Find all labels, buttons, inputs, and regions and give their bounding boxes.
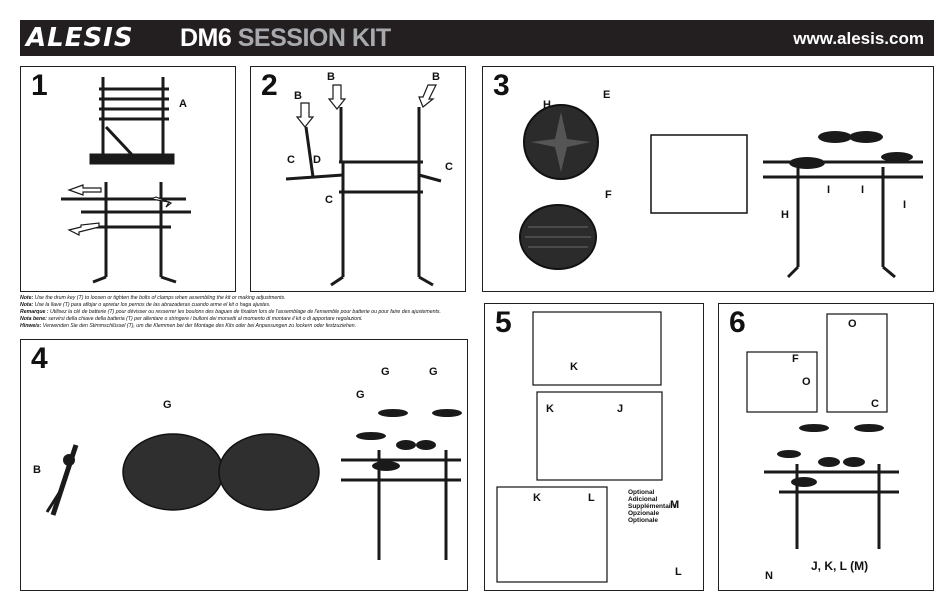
product-title: DM6 SESSION KIT bbox=[180, 24, 391, 53]
step-1-illustration: A bbox=[61, 77, 191, 284]
insert-arrows bbox=[295, 84, 437, 128]
step-number: 1 bbox=[31, 69, 48, 102]
label-f: F bbox=[605, 189, 612, 201]
step-number: 6 bbox=[729, 306, 746, 339]
clamp-detail-inset bbox=[650, 134, 748, 214]
step-4-panel: 4 G B G G G bbox=[20, 339, 468, 591]
module-mount-inset bbox=[746, 351, 818, 413]
label-m: M bbox=[670, 499, 679, 511]
cymbal-image bbox=[122, 433, 224, 511]
optional-de: Optionale bbox=[628, 517, 658, 524]
step-6-illustration: O F O C N J, K, L (M) bbox=[746, 313, 899, 582]
pedal-parts-caption: J, K, L (M) bbox=[811, 559, 868, 573]
label-o: O bbox=[802, 376, 811, 388]
label-l: L bbox=[675, 566, 682, 578]
module-clamp-inset bbox=[826, 313, 888, 413]
optional-it: Opzionale bbox=[628, 510, 659, 517]
label-c: C bbox=[871, 398, 879, 410]
kick-tower-inset bbox=[536, 391, 663, 481]
step-1-panel: 1 A bbox=[20, 66, 236, 292]
label-k: K bbox=[546, 403, 554, 415]
cymbals-and-pads bbox=[356, 409, 462, 471]
step-number: 3 bbox=[493, 69, 510, 102]
label-k: K bbox=[533, 492, 541, 504]
step-number: 4 bbox=[31, 342, 48, 375]
note-italian: Nota bene: servirsi della chiave della b… bbox=[20, 316, 363, 322]
label-e: E bbox=[603, 89, 610, 101]
folded-rack bbox=[89, 77, 175, 165]
note-french: Remarque : Utilisez la clé de batterie (… bbox=[20, 309, 441, 315]
rack-frame bbox=[285, 107, 442, 287]
label-c: C bbox=[325, 194, 333, 206]
label-a: A bbox=[179, 98, 187, 110]
label-i: I bbox=[903, 199, 906, 211]
label-g: G bbox=[381, 366, 390, 378]
complete-kit bbox=[764, 464, 899, 549]
step-3-illustration: E H F I H I I I bbox=[519, 89, 923, 279]
optional-es: Adicional bbox=[628, 496, 657, 503]
label-l: L bbox=[588, 492, 595, 504]
pedal-clamp-inset bbox=[532, 311, 662, 386]
unfolded-rack bbox=[61, 182, 191, 284]
note-spanish: Nota: Use la llave (T) para aflojar o ap… bbox=[20, 302, 271, 308]
label-c: C bbox=[445, 161, 453, 173]
label-h: H bbox=[781, 209, 789, 221]
label-i: I bbox=[827, 184, 830, 196]
step-6-panel: 6 O F O C N J, K, L (M) bbox=[718, 303, 934, 591]
kit-with-cymbals bbox=[341, 450, 461, 560]
cymbal-image bbox=[218, 433, 320, 511]
note-english: Note: Use the drum key (T) to loosen or … bbox=[20, 295, 286, 301]
header-bar: ALESIS DM6 SESSION KIT www.alesis.com bbox=[20, 20, 934, 56]
model-name: DM6 bbox=[180, 24, 232, 52]
tom-pad-image bbox=[519, 204, 597, 270]
kick-pedal-inset bbox=[496, 486, 608, 583]
step-4-illustration: G B G G G bbox=[33, 366, 462, 560]
label-g: G bbox=[356, 389, 365, 401]
label-d: D bbox=[313, 154, 321, 166]
note-german: Hinweis: Verwenden Sie den Stimmschlüsse… bbox=[20, 323, 357, 329]
label-n: N bbox=[765, 570, 773, 582]
label-g: G bbox=[429, 366, 438, 378]
label-b: B bbox=[33, 464, 41, 476]
complete-kit-pads bbox=[777, 424, 884, 487]
brand-logo: ALESIS bbox=[26, 23, 134, 53]
label-c: C bbox=[287, 154, 295, 166]
website-url: www.alesis.com bbox=[793, 29, 924, 48]
step-number: 5 bbox=[495, 306, 512, 339]
unfold-arrows bbox=[67, 184, 173, 236]
label-f: F bbox=[792, 353, 799, 365]
label-i: I bbox=[861, 184, 864, 196]
step-3-panel: 3 E H F I H I I I bbox=[482, 66, 934, 292]
step-number: 2 bbox=[261, 69, 278, 102]
snare-pad-image bbox=[523, 104, 599, 180]
label-o: O bbox=[848, 318, 857, 330]
label-h: H bbox=[543, 99, 551, 111]
pads bbox=[789, 131, 913, 169]
label-j: J bbox=[617, 403, 623, 415]
assembly-notes: Note: Use the drum key (T) to loosen or … bbox=[20, 295, 480, 330]
optional-fr: Supplémentaire bbox=[628, 503, 677, 510]
label-b: B bbox=[432, 71, 440, 83]
label-g: G bbox=[163, 399, 172, 411]
optional-en: Optional bbox=[628, 489, 655, 496]
cymbal-arm-image bbox=[45, 444, 79, 516]
label-k: K bbox=[570, 361, 578, 373]
step-5-illustration: K K J K L M L Optional Adicional Supplém… bbox=[496, 311, 682, 583]
label-b: B bbox=[294, 90, 302, 102]
step-5-panel: 5 K K J K L M L Optional Adicional Suppl… bbox=[484, 303, 704, 591]
step-2-illustration: B B B C D C C bbox=[285, 71, 453, 287]
step-2-panel: 2 B B B C D C C bbox=[250, 66, 466, 292]
label-b: B bbox=[327, 71, 335, 83]
model-subtitle: SESSION KIT bbox=[237, 24, 391, 52]
